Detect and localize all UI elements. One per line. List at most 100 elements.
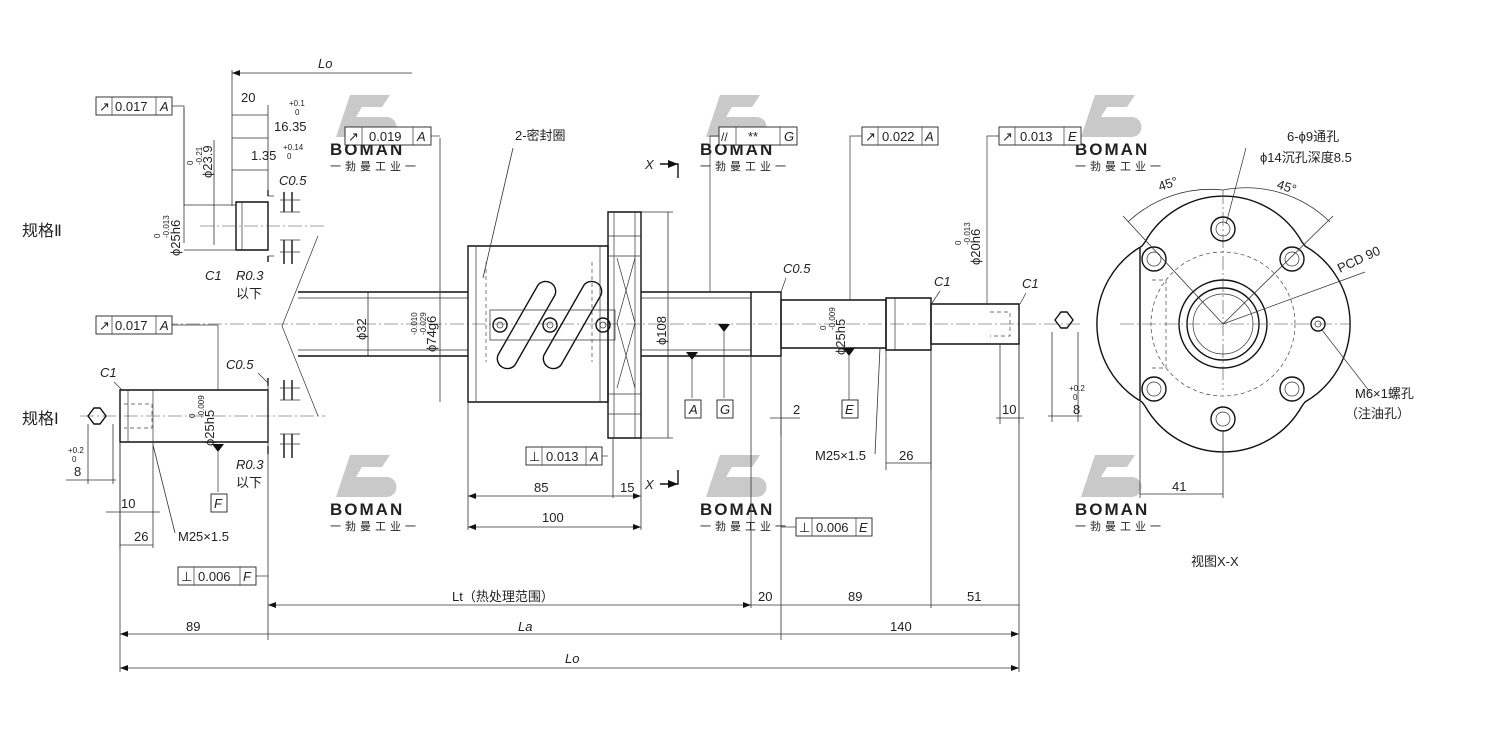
tol-frame-end-runout: ↗ 0.013 E xyxy=(986,126,1082,304)
seal-leader xyxy=(482,147,514,279)
dim-phi-20h6-tol-minus: -0.013 xyxy=(963,222,972,245)
dim-phi-74g6: ϕ74g6 xyxy=(424,316,439,352)
svg-text:⊥: ⊥ xyxy=(529,449,540,464)
dim-8-left: 8 xyxy=(74,464,81,479)
chamfer-c1-b: C1 xyxy=(934,274,951,289)
svg-text:0.006: 0.006 xyxy=(816,520,849,535)
datum-a-label: A xyxy=(688,402,698,417)
dim-8-left-tol-plus: +0.2 xyxy=(68,446,84,455)
svg-text:A: A xyxy=(416,129,426,144)
hex-end-right xyxy=(1054,311,1074,329)
chamfer-c0-5-a: C0.5 xyxy=(279,173,307,188)
dim-100: 100 xyxy=(542,510,564,525)
svg-text:↗: ↗ xyxy=(865,129,876,144)
spec-2-detail xyxy=(183,70,325,264)
dim-lo-top: Lo xyxy=(318,56,332,71)
dim-51: 51 xyxy=(967,589,981,604)
dim-phi-25h5-b-tol-minus: -0.009 xyxy=(828,307,837,330)
datum-f-box xyxy=(210,493,228,513)
dim-phi-25h5-left-tol-plus: 0 xyxy=(188,413,197,418)
watermark-5: BOMAN 一勃曼工业一 xyxy=(700,455,786,533)
dim-phi-74g6-tol-plus: -0.010 xyxy=(410,312,419,335)
datum-g-label: G xyxy=(720,402,730,417)
svg-text:0.022: 0.022 xyxy=(882,129,915,144)
dim-1-35-tol-minus: 0 xyxy=(287,152,292,161)
side-angle-b: 45° xyxy=(1275,177,1298,197)
dim-phi-23-9-tol-minus: -0.21 xyxy=(195,146,204,165)
svg-text:BOMAN: BOMAN xyxy=(1075,140,1149,159)
dim-phi-32: ϕ32 xyxy=(354,318,369,340)
side-pcd: PCD 90 xyxy=(1335,243,1383,276)
chamfer-c1-c: C1 xyxy=(1022,276,1039,291)
right-end-dim-lines xyxy=(996,332,1082,424)
svg-text:0.017: 0.017 xyxy=(115,318,148,333)
tol-frame-nut-parallel: // ** G xyxy=(709,126,798,292)
dim-2: 2 xyxy=(793,402,800,417)
watermark-2: BOMAN 一勃曼工业一 xyxy=(700,95,786,173)
datum-f-label: F xyxy=(214,496,223,511)
dim-1-35: 1.35 xyxy=(251,148,276,163)
svg-text:0.013: 0.013 xyxy=(1020,129,1053,144)
dim-phi-108: ϕ108 xyxy=(654,316,669,345)
dim-phi-20h6: ϕ20h6 xyxy=(968,229,983,265)
datum-a-mark xyxy=(686,352,698,360)
dim-phi-25h6: ϕ25h6 xyxy=(168,220,183,256)
flange-dim-lines xyxy=(641,211,673,439)
dim-1-35-tol-plus: +0.14 xyxy=(283,143,304,152)
svg-text:↗: ↗ xyxy=(348,129,359,144)
tol-frame-shoulder-perp: ⊥ 0.006 E xyxy=(781,517,873,537)
dim-arrowheads xyxy=(120,70,1019,671)
svg-text:**: ** xyxy=(748,129,758,144)
svg-text:一勃曼工业一: 一勃曼工业一 xyxy=(330,160,420,173)
dim-10-left: 10 xyxy=(121,496,135,511)
dim-16-35-tol-minus: 0 xyxy=(295,108,300,117)
dim-8-right-tol-plus: +0.2 xyxy=(1069,384,1085,393)
svg-text:⊥: ⊥ xyxy=(181,569,192,584)
dim-8-right: 8 xyxy=(1073,402,1080,417)
svg-text:一勃曼工业一: 一勃曼工业一 xyxy=(1075,160,1165,173)
dim-m25-left: M25×1.5 xyxy=(178,529,229,544)
svg-text:E: E xyxy=(859,520,868,535)
svg-text:BOMAN: BOMAN xyxy=(330,500,404,519)
dim-85: 85 xyxy=(534,480,548,495)
side-counterbore-note: ϕ14沉孔深度8.5 xyxy=(1260,150,1352,165)
section-marker-top: X xyxy=(644,157,679,178)
dim-phi-23-9: ϕ23.9 xyxy=(200,145,215,178)
datum-g-box xyxy=(716,399,734,419)
svg-text:E: E xyxy=(1068,129,1077,144)
chamfer-c1-left: C1 xyxy=(100,365,117,380)
dim-phi-74g6-tol-minus: -0.029 xyxy=(419,312,428,335)
spec-1-label: 规格Ⅰ xyxy=(22,410,59,428)
dim-10-right: 10 xyxy=(1002,402,1016,417)
dim-phi-25h5-left-tol-minus: -0.009 xyxy=(197,395,206,418)
svg-text:0.019: 0.019 xyxy=(369,129,402,144)
dim-phi-25h6-tol-plus: 0 xyxy=(153,233,162,238)
chamfer-c0-5-left: C0.5 xyxy=(226,357,254,372)
side-angle-a: 45° xyxy=(1156,174,1179,194)
below-note-a: 以下 xyxy=(236,286,262,301)
svg-text:A: A xyxy=(589,449,599,464)
svg-text:↗: ↗ xyxy=(99,318,110,333)
svg-text://: // xyxy=(721,130,728,144)
svg-text:A: A xyxy=(924,129,934,144)
svg-text:G: G xyxy=(784,129,794,144)
dim-lo-bottom: Lo xyxy=(565,651,579,666)
chamfer-c1-a: C1 xyxy=(205,268,222,283)
seal-note: 2-密封圈 xyxy=(515,128,566,143)
radius-r0-3-a: R0.3 xyxy=(236,268,264,283)
datum-g-mark xyxy=(718,324,730,332)
svg-text:0.017: 0.017 xyxy=(115,99,148,114)
datum-e-mark xyxy=(843,348,855,356)
dim-phi-25h5-b: ϕ25h5 xyxy=(833,319,848,355)
tol-frame-flange-perp: ⊥ 0.013 A xyxy=(525,446,608,466)
dim-2-lines xyxy=(770,356,800,436)
side-holes-note: 6-ϕ9通孔 xyxy=(1287,129,1339,144)
svg-text:A: A xyxy=(159,99,169,114)
radius-r0-3-b: R0.3 xyxy=(236,457,264,472)
dim-20-bottom: 20 xyxy=(758,589,772,604)
watermark-4: BOMAN 一勃曼工业一 xyxy=(330,455,420,533)
svg-text:BOMAN: BOMAN xyxy=(700,500,774,519)
svg-text:X: X xyxy=(644,477,655,492)
svg-text:X: X xyxy=(644,157,655,172)
svg-text:一勃曼工业一: 一勃曼工业一 xyxy=(330,520,420,533)
